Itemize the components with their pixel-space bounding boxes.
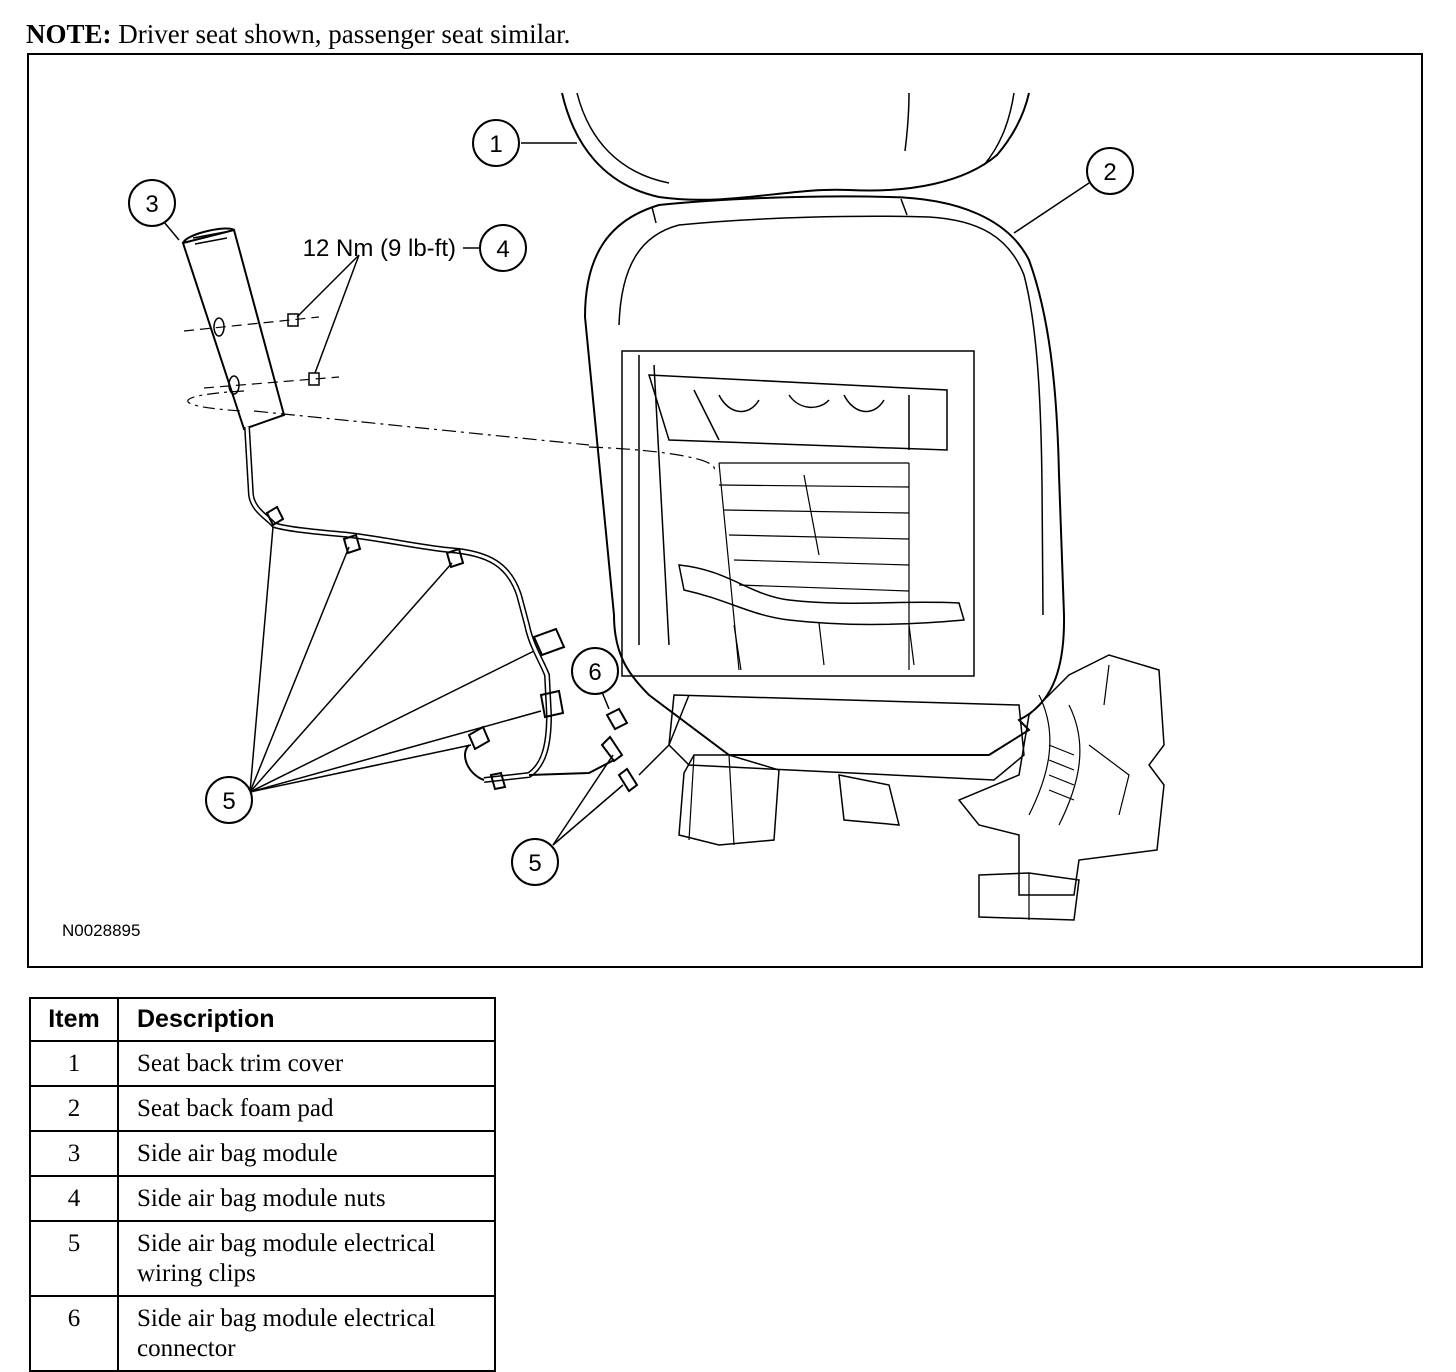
- torque-label: 12 Nm (9 lb-ft): [303, 235, 456, 262]
- seat-track-mechanism: [957, 654, 1165, 896]
- wiring-clip: [532, 627, 566, 657]
- legend-row: 3 Side air bag module: [29, 1130, 496, 1177]
- legend-item-description: Side air bag module electrical connector: [117, 1295, 496, 1372]
- seat-assembly: [561, 92, 1165, 921]
- callout-5-left: 5: [205, 776, 253, 824]
- legend-row: 6 Side air bag module electrical connect…: [29, 1295, 496, 1372]
- legend-item-description: Seat back trim cover: [117, 1040, 496, 1087]
- legend-item-description: Side air bag module nuts: [117, 1175, 496, 1222]
- legend-row: 2 Seat back foam pad: [29, 1085, 496, 1132]
- callout-4: 4: [479, 224, 527, 272]
- seat-frame: [621, 350, 975, 677]
- legend-item-number: 1: [29, 1040, 119, 1087]
- legend-item-number: 2: [29, 1085, 119, 1132]
- electrical-connector: [600, 735, 624, 763]
- legend-header-row: Item Description: [29, 997, 496, 1042]
- callout-3: 3: [128, 179, 176, 227]
- legend-header-item: Item: [29, 997, 119, 1042]
- svg-text:2: 2: [1103, 159, 1116, 186]
- legend-item-description: Side air bag module electrical wiring cl…: [117, 1220, 496, 1297]
- seat-back-trim-cover: [561, 92, 1030, 201]
- leader-lines: [163, 142, 1090, 846]
- svg-text:3: 3: [145, 191, 158, 218]
- legend-row: 5 Side air bag module electrical wiring …: [29, 1220, 496, 1297]
- note-label: NOTE:: [26, 19, 112, 49]
- legend-header-description: Description: [117, 997, 496, 1042]
- wiring-clip: [467, 725, 491, 751]
- legend-row: 4 Side air bag module nuts: [29, 1175, 496, 1222]
- legend-item-number: 5: [29, 1220, 119, 1297]
- legend-item-description: Side air bag module: [117, 1130, 496, 1177]
- legend-item-description: Seat back foam pad: [117, 1085, 496, 1132]
- wiring-clip: [617, 767, 639, 793]
- legend-item-number: 6: [29, 1295, 119, 1372]
- wiring-clip: [445, 547, 465, 569]
- note-text: Driver seat shown, passenger seat simila…: [111, 19, 571, 49]
- legend-row: 1 Seat back trim cover: [29, 1040, 496, 1087]
- side-air-bag-module: [181, 227, 715, 471]
- callout-1: 1: [472, 119, 520, 167]
- wiring-clip: [489, 771, 507, 791]
- seat-back-foam-pad: [583, 195, 1066, 756]
- svg-text:1: 1: [489, 131, 502, 158]
- wiring-clip: [265, 505, 285, 527]
- legend-item-number: 3: [29, 1130, 119, 1177]
- figure-id: N0028895: [62, 921, 140, 940]
- svg-text:4: 4: [496, 236, 509, 263]
- diagram-frame: 1 2 3 4 12 Nm (9 lb-ft) 6 5 5 N0028895: [27, 53, 1423, 968]
- callout-6: 6: [571, 647, 619, 695]
- wiring-harness: [244, 426, 639, 793]
- legend-table: Item Description 1 Seat back trim cover …: [29, 997, 496, 1372]
- electrical-connector: [605, 707, 629, 731]
- wiring-clip: [342, 533, 362, 555]
- wiring-clip: [539, 689, 565, 719]
- svg-text:6: 6: [588, 659, 601, 686]
- svg-text:5: 5: [528, 850, 541, 877]
- module-nut: [287, 313, 299, 327]
- legend-item-number: 4: [29, 1175, 119, 1222]
- svg-text:5: 5: [222, 788, 235, 815]
- callout-2: 2: [1086, 147, 1134, 195]
- note-line: NOTE: Driver seat shown, passenger seat …: [26, 16, 570, 52]
- seat-airbag-diagram: 1 2 3 4 12 Nm (9 lb-ft) 6 5 5 N0028895: [62, 92, 1165, 940]
- callout-5-bottom: 5: [511, 838, 559, 886]
